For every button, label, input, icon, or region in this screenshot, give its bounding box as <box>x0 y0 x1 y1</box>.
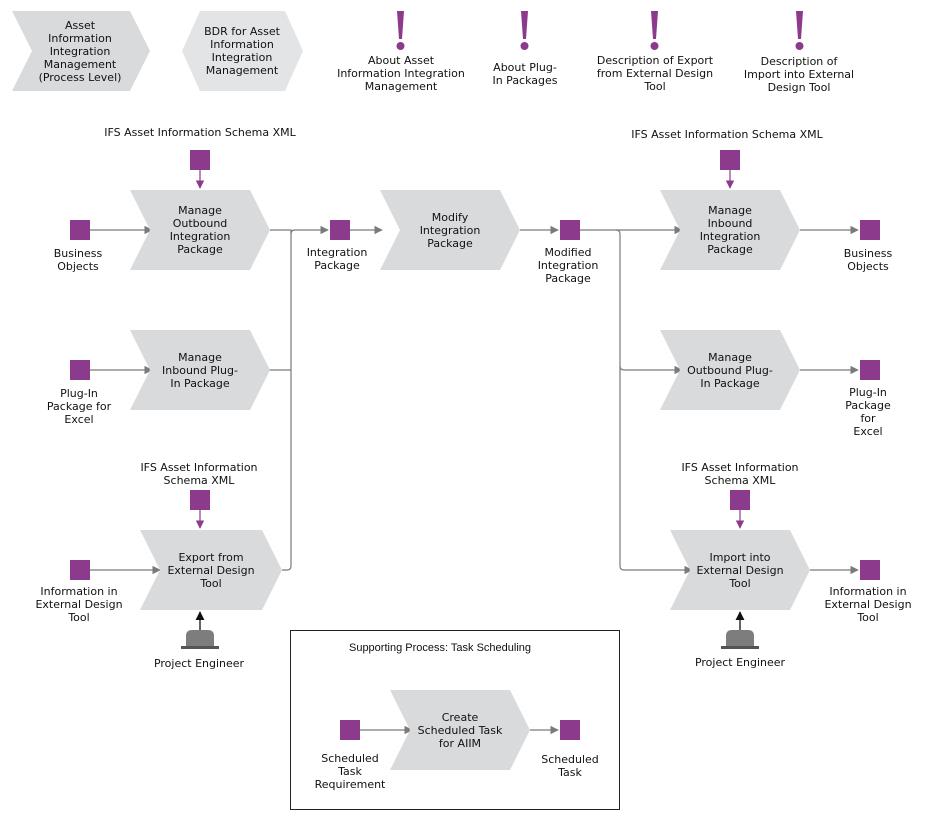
object-schema-xml-top-left[interactable] <box>190 150 210 170</box>
object-scheduled-task[interactable] <box>560 720 580 740</box>
label-business-objects-in: Business Objects <box>53 247 103 273</box>
label-plugin-excel-out: Plug-In Package for Excel <box>845 386 891 438</box>
object-plugin-excel-out[interactable] <box>860 360 880 380</box>
process-level-chevron[interactable] <box>12 11 150 91</box>
note-icon-export-description[interactable] <box>650 11 659 50</box>
process-label-export-external: Export from External Design Tool <box>167 550 255 590</box>
role-connectors <box>195 611 745 630</box>
process-level-label: Asset Information Integration Management… <box>38 18 122 84</box>
note-label-about-plugin: About Plug- In Packages <box>492 61 558 87</box>
process-label-manage-inbound-integration: Manage Inbound Integration Package <box>699 204 761 256</box>
bdr-label: BDR for Asset Information Integration Ma… <box>204 25 280 77</box>
note-icon-about-aiim[interactable] <box>396 11 405 50</box>
process-label-create-scheduled-task: Create Scheduled Task for AIIM <box>417 710 503 750</box>
role-icon-project-engineer-right[interactable] <box>721 630 759 649</box>
object-schema-xml-top-right[interactable] <box>720 150 740 170</box>
schema-connectors <box>195 170 745 529</box>
process-label-modify-integration: Modify Integration Package <box>419 210 481 250</box>
label-scheduled-task: Scheduled Task <box>541 753 599 779</box>
label-info-external-out: Information in External Design Tool <box>824 585 912 624</box>
label-plugin-excel-in: Plug-In Package for Excel <box>46 387 112 426</box>
connectors <box>90 225 859 735</box>
object-modified-integration-package[interactable] <box>560 220 580 240</box>
label-integration-package: Integration Package <box>306 246 368 272</box>
note-label-import-description: Description of Import into External Desi… <box>743 55 855 94</box>
object-scheduled-task-requirement[interactable] <box>340 720 360 740</box>
supporting-process-box <box>290 630 620 810</box>
process-manage-outbound-plugin[interactable] <box>660 330 800 410</box>
object-info-external-out[interactable] <box>860 560 880 580</box>
bdr-hexagon[interactable] <box>182 11 303 91</box>
label-role-project-engineer-left: Project Engineer <box>153 657 245 670</box>
note-icon-import-description[interactable] <box>795 11 804 50</box>
label-business-objects-out: Business Objects <box>843 247 893 273</box>
object-business-objects-out[interactable] <box>860 220 880 240</box>
process-manage-outbound-integration[interactable] <box>130 190 270 270</box>
process-export-external[interactable] <box>140 530 282 610</box>
process-modify-integration[interactable] <box>380 190 520 270</box>
object-integration-package[interactable] <box>330 220 350 240</box>
label-schema-xml-top-left: IFS Asset Information Schema XML <box>104 126 296 139</box>
object-info-external-in[interactable] <box>70 560 90 580</box>
object-schema-xml-bottom-right[interactable] <box>730 490 750 510</box>
process-manage-inbound-integration[interactable] <box>660 190 800 270</box>
supporting-process-title: Supporting Process: Task Scheduling <box>348 642 531 654</box>
process-import-external[interactable] <box>670 530 810 610</box>
label-schema-xml-bottom-right: IFS Asset Information Schema XML <box>681 461 799 487</box>
label-schema-xml-top-right: IFS Asset Information Schema XML <box>631 128 823 141</box>
object-business-objects-in[interactable] <box>70 220 90 240</box>
process-manage-inbound-plugin[interactable] <box>130 330 270 410</box>
process-label-manage-outbound-integration: Manage Outbound Integration Package <box>169 204 231 256</box>
role-icon-project-engineer-left[interactable] <box>181 630 219 649</box>
note-icon-about-plugin[interactable] <box>520 11 529 50</box>
label-schema-xml-bottom-left: IFS Asset Information Schema XML <box>140 461 258 487</box>
process-label-manage-outbound-plugin: Manage Outbound Plug- In Package <box>687 350 773 390</box>
process-label-import-external: Import into External Design Tool <box>696 550 784 590</box>
label-scheduled-task-requirement: Scheduled Task Requirement <box>314 752 386 791</box>
label-role-project-engineer-right: Project Engineer <box>694 656 786 669</box>
label-info-external-in: Information in External Design Tool <box>35 585 123 624</box>
note-label-export-description: Description of Export from External Desi… <box>596 54 714 93</box>
note-label-about-aiim: About Asset Information Integration Mana… <box>337 54 465 93</box>
object-plugin-excel-in[interactable] <box>70 360 90 380</box>
process-create-scheduled-task[interactable] <box>390 690 530 770</box>
label-modified-integration-package: Modified Integration Package <box>537 246 599 285</box>
object-schema-xml-bottom-left[interactable] <box>190 490 210 510</box>
process-label-manage-inbound-plugin: Manage Inbound Plug- In Package <box>162 350 238 390</box>
